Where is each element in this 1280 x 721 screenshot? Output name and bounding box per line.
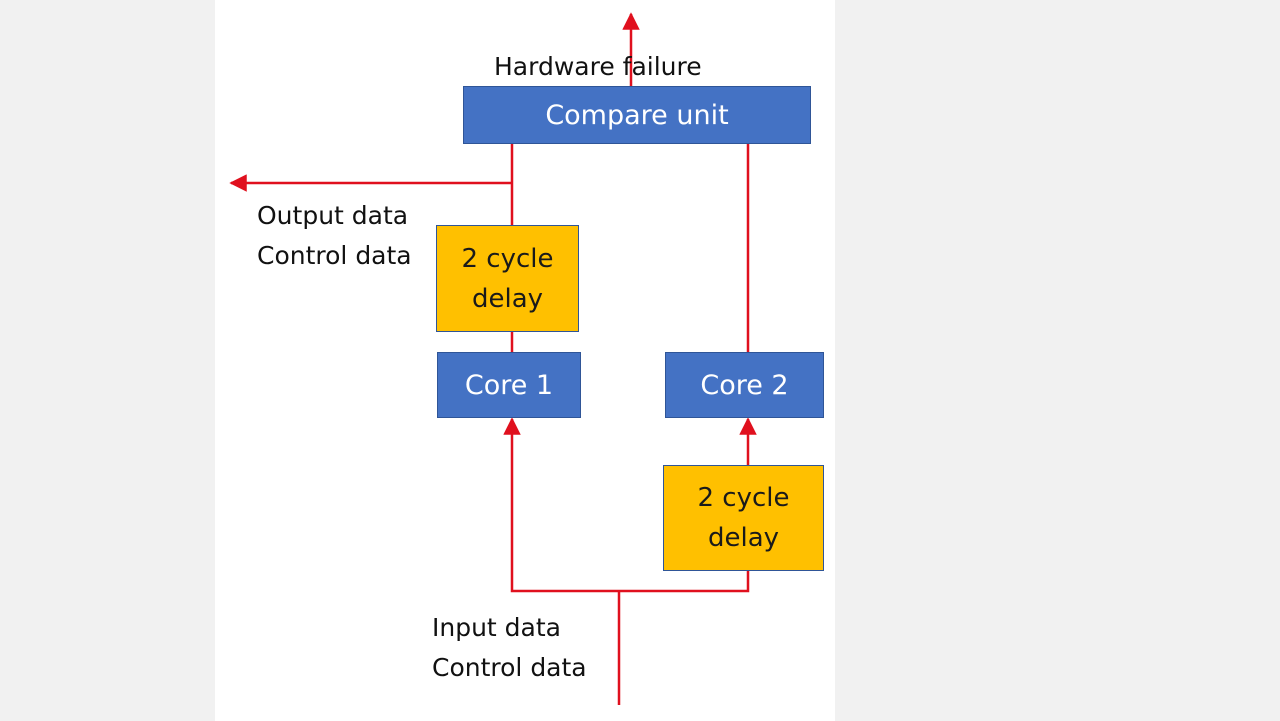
- input-data-line1: Input data: [432, 613, 561, 642]
- input-data-label: Input data Control data: [432, 608, 587, 688]
- delay-block-core2: 2 cycle delay: [663, 465, 824, 571]
- delay-core1-line1: 2 cycle: [461, 243, 554, 274]
- input-data-line2: Control data: [432, 653, 587, 682]
- compare-unit-label: Compare unit: [545, 99, 729, 131]
- core1-block: Core 1: [437, 352, 581, 418]
- output-data-label: Output data Control data: [257, 196, 412, 276]
- delay-core1-line2: delay: [471, 283, 544, 314]
- compare-unit-block: Compare unit: [463, 86, 811, 144]
- delay-core2-line1: 2 cycle: [697, 483, 790, 513]
- input-to-delay-line: [619, 570, 750, 593]
- delay-block-core1: 2 cycle delay: [436, 225, 579, 332]
- delay-core2-line2: delay: [707, 523, 780, 553]
- core2-block: Core 2: [665, 352, 824, 418]
- core1-label: Core 1: [464, 369, 554, 401]
- input-to-core1-arrow: [503, 417, 619, 593]
- hardware-failure-label: Hardware failure: [494, 52, 702, 81]
- output-data-line1: Output data: [257, 201, 409, 230]
- core2-label: Core 2: [700, 369, 789, 401]
- output-data-line2: Control data: [257, 241, 412, 270]
